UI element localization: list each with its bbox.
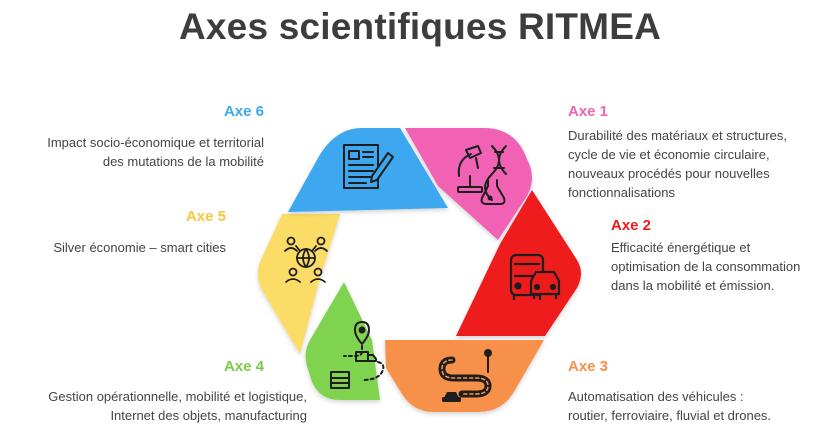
axe-2-block: Axe 2 Efficacité énergétique et optimisa… [611,217,839,295]
axe-4-line: Internet des objets, manufacturing [110,408,307,423]
axe-1-block: Axe 1 Durabilité des matériaux et struct… [568,103,838,202]
axe-4-label: Axe 4 [223,358,264,375]
segment-axe-4 [305,282,385,400]
axe-1-line: fonctionnalisations [568,185,675,200]
page-title: Axes scientifiques RITMEA [178,6,661,47]
road-route-icon [438,349,492,402]
axe-5-label: Axe 5 [185,208,226,225]
document-edit-icon [343,144,394,189]
axe-3-description: Automatisation des véhicules : routier, … [568,387,838,425]
bus-car-icon [509,253,561,300]
axe-2-label: Axe 2 [611,217,652,234]
axe-3-block: Axe 3 Automatisation des véhicules : rou… [568,358,838,425]
logistics-truck-icon [330,321,385,389]
axe-2-line: Efficacité énergétique et [611,240,751,255]
axe-6-block: Axe 6 Impact socio-économique et territo… [0,103,264,171]
axe-6-line: des mutations de la mobilité [102,154,264,169]
axe-4-line: Gestion opérationnelle, mobilité et logi… [48,389,307,404]
axe-3-line: routier, ferroviaire, fluvial et drones. [568,408,772,423]
axe-5-line: Silver économie – smart cities [53,240,226,255]
axe-5-block: Axe 5 Silver économie – smart cities [0,208,226,257]
axe-1-line: cycle de vie et économie circulaire, [568,147,770,162]
axe-1-line: nouveaux procédés pour nouvelles [568,166,770,181]
axe-2-description: Efficacité énergétique et optimisation d… [611,238,839,295]
axe-3-label: Axe 3 [568,358,609,375]
axe-1-label: Axe 1 [568,103,609,120]
lab-dna-icon [457,145,507,205]
axe-6-label: Axe 6 [223,103,264,120]
axe-2-line: dans la mobilité et émission. [611,278,775,293]
segment-axe-2 [456,190,581,336]
axe-4-block: Axe 4 Gestion opérationnelle, mobilité e… [0,358,307,425]
segment-axe-3 [385,340,544,412]
axe-1-description: Durabilité des matériaux et structures, … [568,126,838,202]
axe-4-description: Gestion opérationnelle, mobilité et logi… [0,387,307,425]
segment-axe-1 [405,128,532,240]
axe-6-line: Impact socio-économique et territorial [47,135,264,150]
axe-5-description: Silver économie – smart cities [0,238,226,257]
axe-6-description: Impact socio-économique et territorial d… [0,133,264,171]
segment-axe-5 [257,214,340,354]
axe-3-line: Automatisation des véhicules : [568,389,744,404]
people-network-icon [284,236,328,283]
axe-2-line: optimisation de la consommation [611,259,801,274]
axe-1-line: Durabilité des matériaux et structures, [568,128,787,143]
segment-axe-6 [288,128,448,212]
